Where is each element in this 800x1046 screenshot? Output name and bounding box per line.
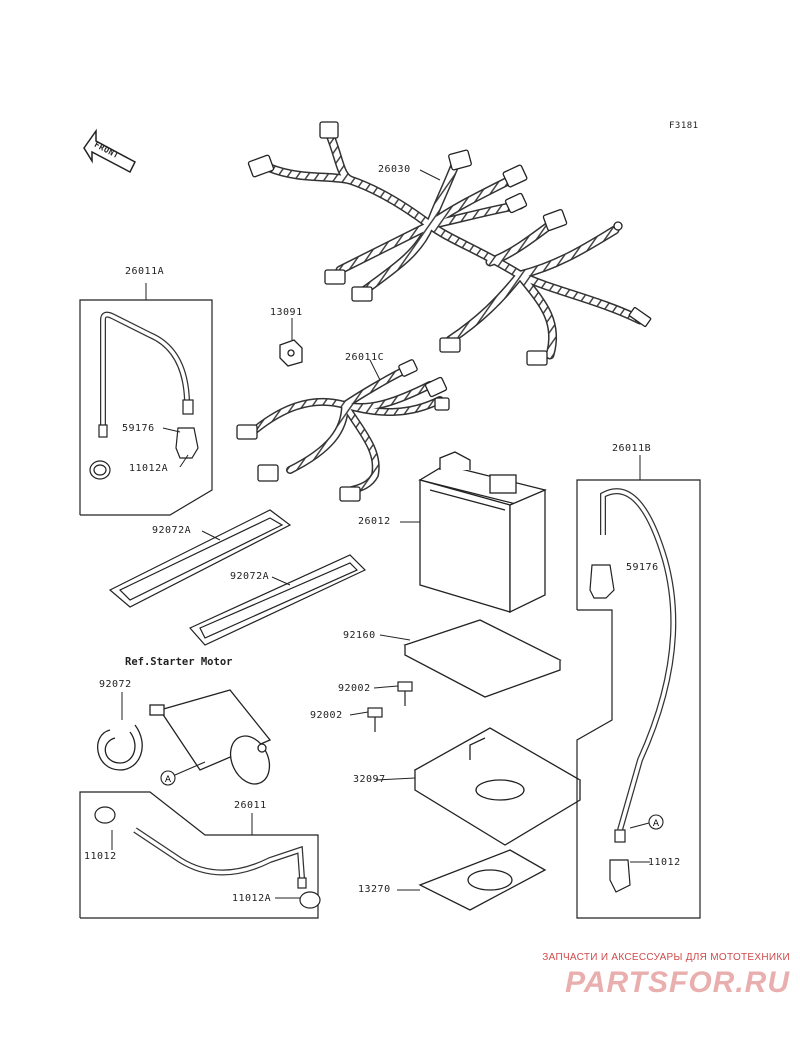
part-label-92072: 92072 [99,679,132,690]
bolts-92002 [367,681,413,732]
part-label-26011c: 26011C [345,352,385,363]
starter-motor [149,689,272,785]
callout-a-icon [160,761,664,830]
plate-13270 [418,849,547,911]
part-label-26011a: 26011A [125,266,165,277]
part-label-26012: 26012 [358,516,391,527]
box-26011 [79,791,321,919]
part-label-26011b: 26011B [612,443,652,454]
part-label-13091: 13091 [270,307,303,318]
part-label-11012-right: 11012 [648,857,681,868]
main-harness-26030 [265,130,645,360]
sub-harness-26011c [236,359,450,502]
ref-starter-motor: Ref.Starter Motor [125,656,233,668]
band-92072 [97,724,143,771]
part-label-26011: 26011 [234,800,267,811]
callout-a-label-left: A [165,775,172,785]
leader-lines [111,169,650,899]
pad-92160 [403,619,562,698]
callout-a-label-right: A [653,819,660,829]
clip-13091 [279,339,303,367]
watermark-logo: PARTSFOR.RU [565,966,790,999]
watermark-tagline: ЗАПЧАСТИ И АКСЕССУАРЫ ДЛЯ МОТОТЕХНИКИ [542,952,790,963]
part-label-92160: 92160 [343,630,376,641]
battery-case-32097 [413,727,582,846]
figure-id: F3181 [669,121,699,131]
part-label-92072a-lower: 92072A [230,571,270,582]
part-label-92002-lower: 92002 [310,710,343,721]
part-label-11012a-top: 11012A [129,463,169,474]
part-label-26030: 26030 [378,164,411,175]
part-label-59176-right: 59176 [626,562,659,573]
part-label-11012a-bottom: 11012A [232,893,272,904]
part-label-11012-left: 11012 [84,851,117,862]
box-26011a [79,299,213,516]
part-label-92072a-upper: 92072A [152,525,192,536]
strap-92072a [108,509,367,646]
part-label-13270: 13270 [358,884,391,895]
part-label-59176-left: 59176 [122,423,155,434]
front-arrow-icon [83,128,136,174]
battery-26012 [418,451,547,614]
harness-connectors [247,121,652,366]
box-26011b [576,479,701,919]
part-label-92002-upper: 92002 [338,683,371,694]
part-label-32097: 32097 [353,774,386,785]
